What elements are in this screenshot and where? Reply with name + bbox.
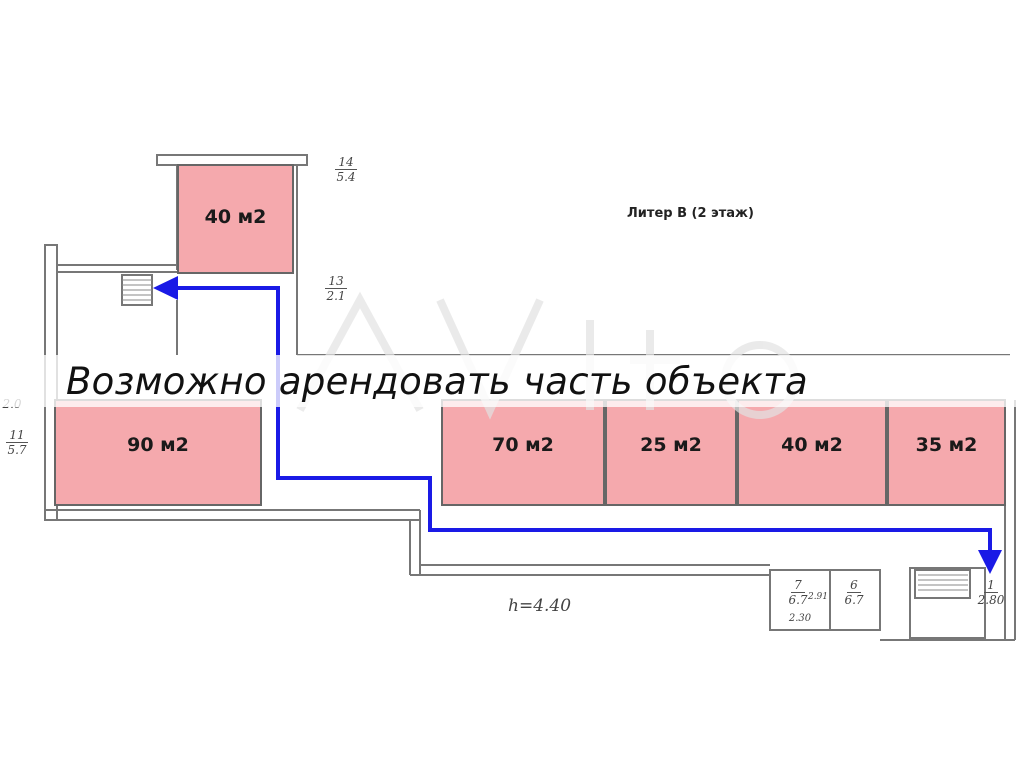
ceiling-height-note: h=4.40: [508, 596, 572, 616]
room-area-label: 70 м2: [492, 434, 554, 456]
room-90: [54, 399, 262, 506]
room6-mark: 6 6.7: [844, 578, 864, 607]
room-70: [441, 399, 605, 506]
room11-mark: 11 5.7: [6, 428, 28, 457]
room-40-top: [177, 164, 294, 274]
banner-background: [0, 355, 1024, 407]
room-area-label: 40 м2: [204, 206, 267, 228]
room14-mark: 14 5.4: [335, 155, 357, 184]
room-area-label: 35 м2: [915, 434, 978, 456]
room7-mark: 7 6.7: [788, 578, 808, 607]
route-arrow: [178, 286, 992, 550]
room-area-label: 25 м2: [640, 434, 702, 456]
rental-rooms: [54, 164, 1006, 506]
room1-mark: 1 2.80: [977, 578, 1005, 607]
plan-title: Литер В (2 этаж): [627, 206, 754, 221]
stair-hatch: [122, 279, 968, 591]
room-area-label: 90 м2: [127, 434, 189, 456]
arrow-head-down: [978, 550, 1002, 574]
room7-side-mark: 2.91: [807, 592, 829, 602]
room-35: [887, 399, 1006, 506]
room-area-label: 40 м2: [781, 434, 843, 456]
room13-mark: 13 2.1: [325, 274, 347, 303]
arrow-head-left: [153, 276, 178, 300]
banner-text: Возможно арендовать часть объекта: [66, 360, 808, 403]
room-25: [605, 399, 737, 506]
room7-bottom-mark: 2.30: [788, 613, 812, 624]
